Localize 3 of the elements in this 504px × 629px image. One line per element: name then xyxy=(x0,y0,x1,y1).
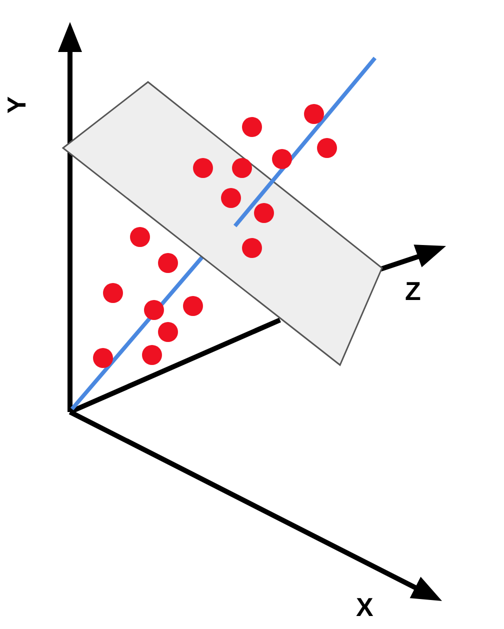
axis-label: Z xyxy=(405,278,421,304)
axis-label: Y xyxy=(4,96,30,114)
axis-label: X xyxy=(356,594,374,620)
